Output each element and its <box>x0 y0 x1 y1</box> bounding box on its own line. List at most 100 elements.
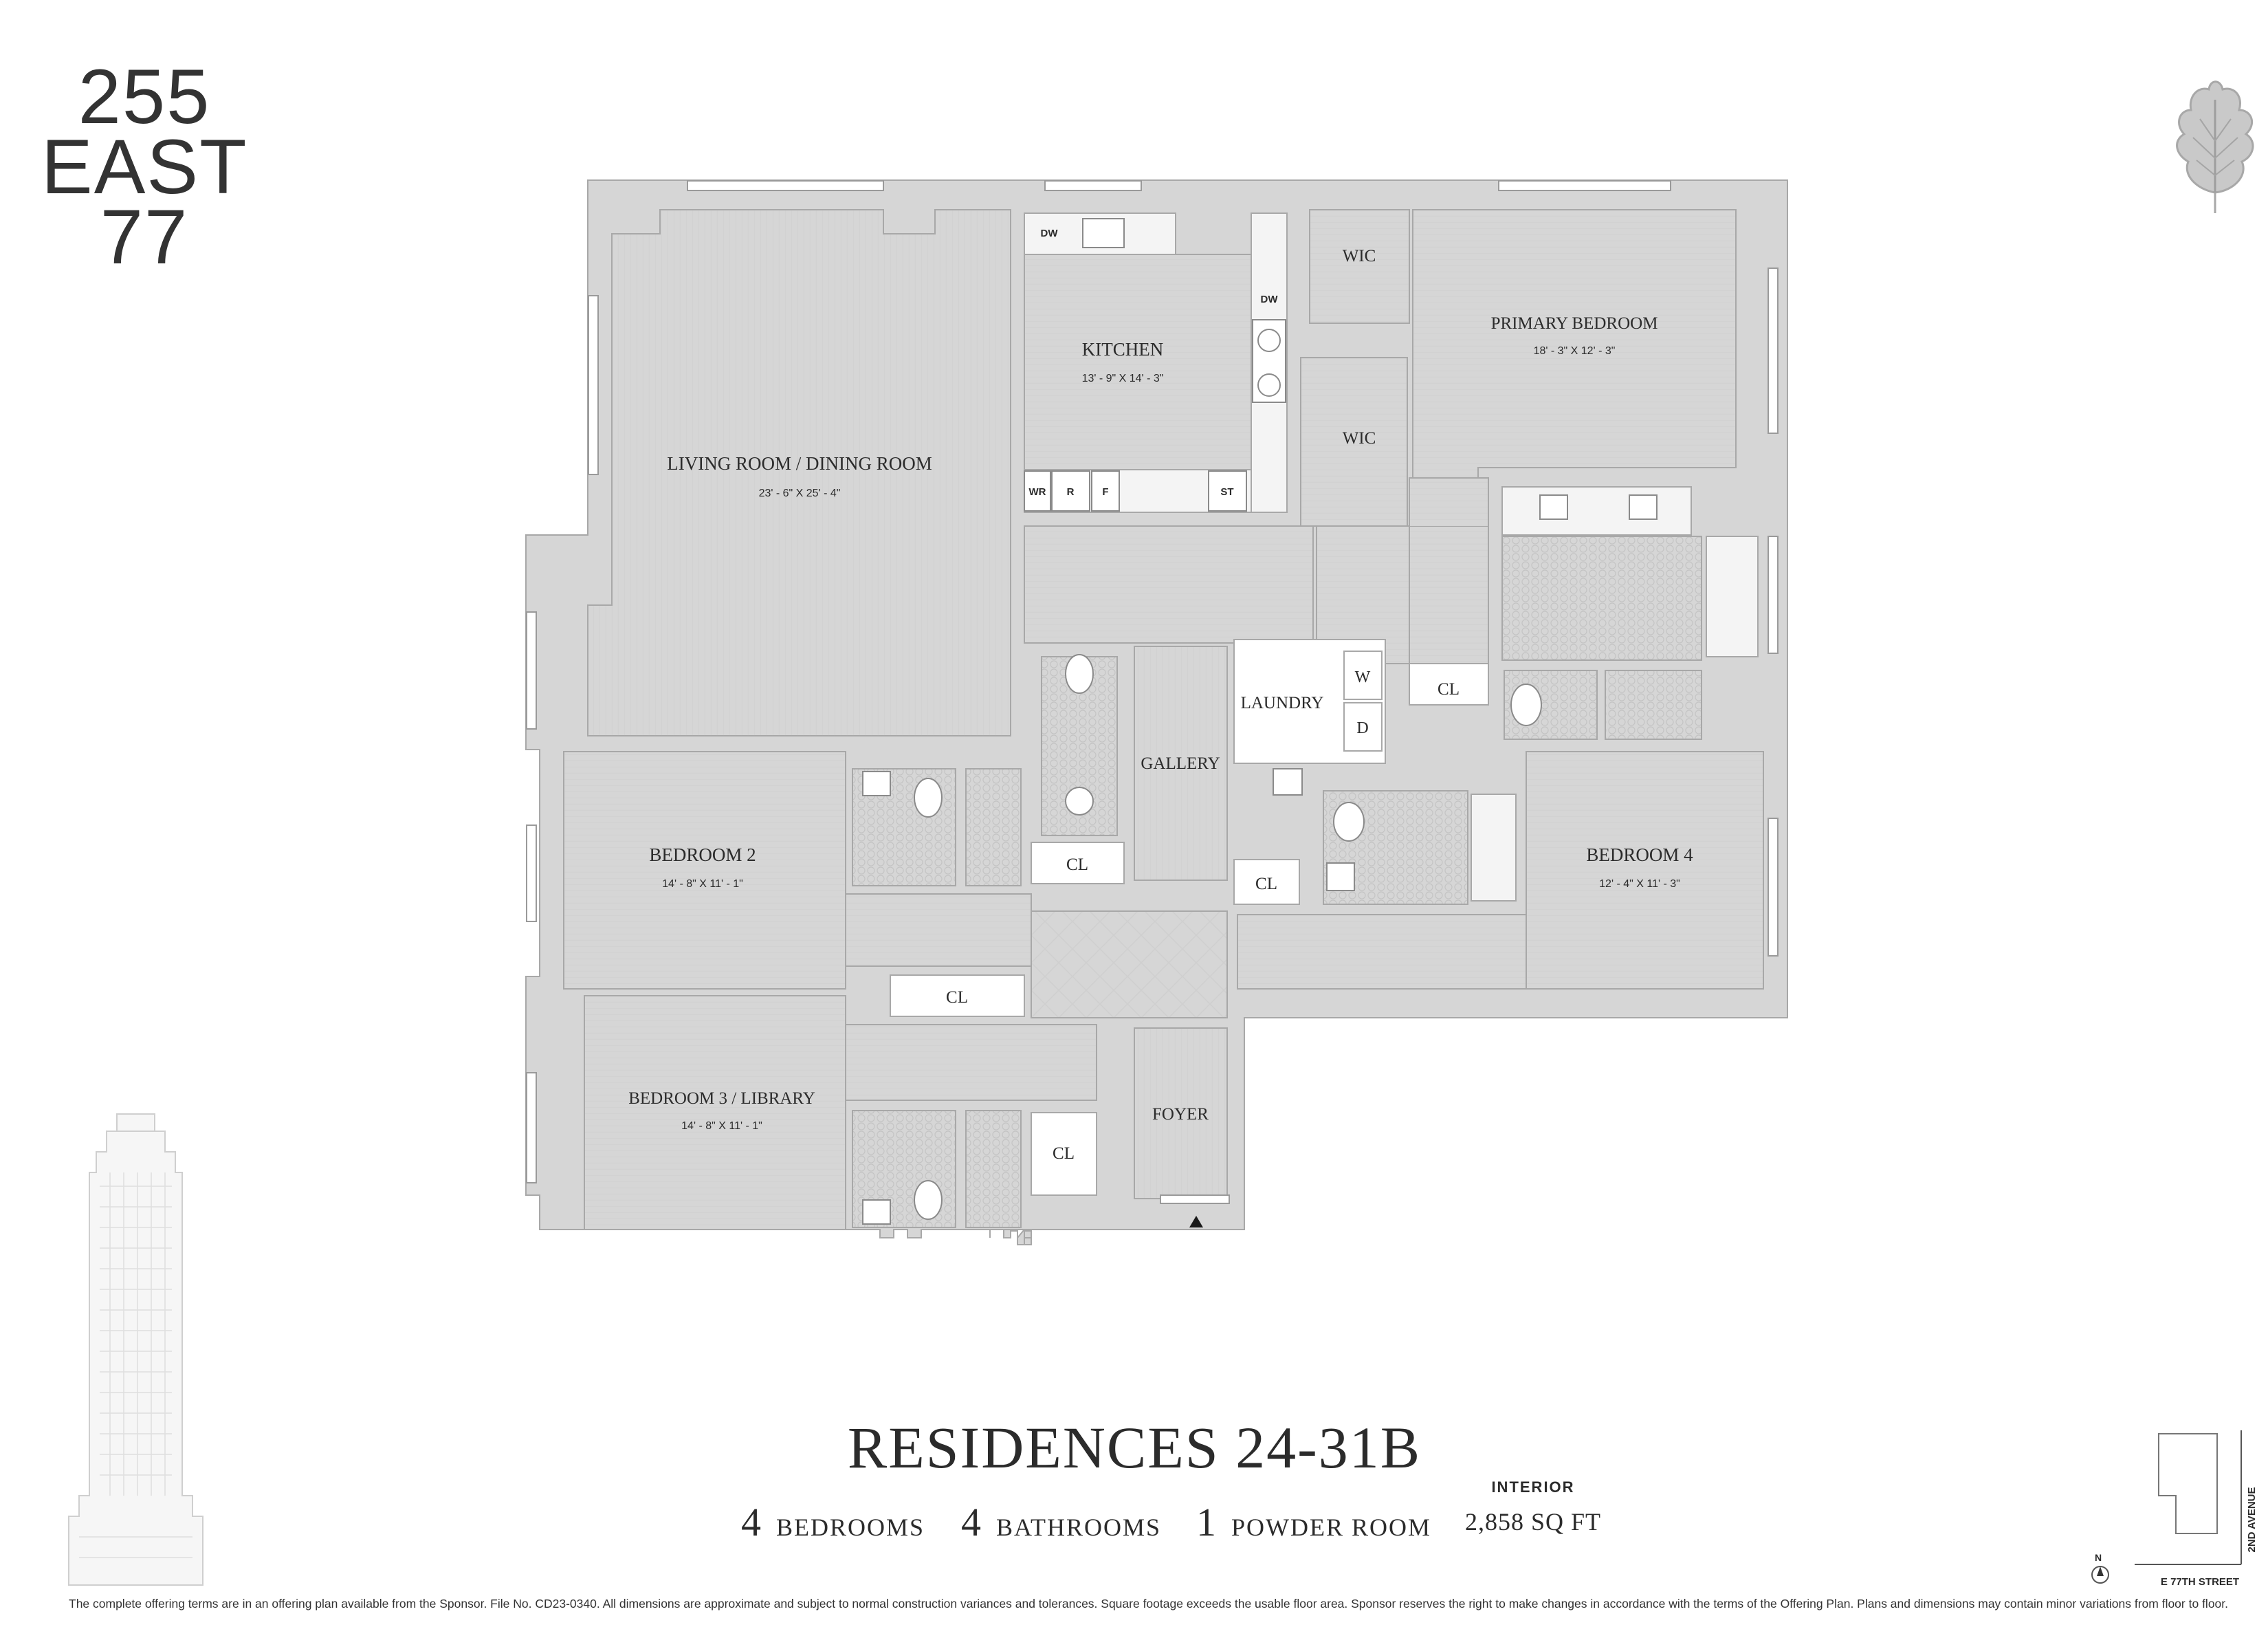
room-dims-bed4: 12' - 4" X 11' - 3" <box>1599 878 1680 890</box>
stat-bedrooms-count: 4 <box>741 1500 761 1544</box>
windows <box>526 180 1779 1204</box>
washer <box>1343 651 1383 700</box>
stat-bathrooms-label: BATHROOMS <box>996 1514 1162 1541</box>
foyer-floor <box>1134 1027 1228 1199</box>
stat-bedrooms-label: BEDROOMS <box>776 1514 925 1541</box>
primary-toilet <box>1510 684 1542 726</box>
brand-logo: 255 EAST 77 <box>41 54 248 280</box>
room-name-living: LIVING ROOM / DINING ROOM <box>667 453 932 474</box>
site-map: 2ND AVENUE E 77TH STREET N <box>2091 1430 2255 1588</box>
living-room-floor <box>587 209 1011 736</box>
primary-bath-vanity <box>1501 486 1692 536</box>
stat-powder-room: 1 POWDER ROOM <box>1196 1499 1431 1545</box>
room-dims-primary: 18' - 3" X 12' - 3" <box>1534 345 1616 357</box>
bed2-toilet <box>914 778 943 818</box>
bedroom-2-floor <box>563 751 846 990</box>
bedroom-4-floor <box>1526 751 1764 990</box>
stat-bedrooms: 4 BEDROOMS <box>741 1499 925 1545</box>
primary-hall-floor-2 <box>1409 477 1489 664</box>
stat-powder-count: 1 <box>1196 1500 1216 1544</box>
primary-bath-floor <box>1501 536 1702 661</box>
street-label: E 77TH STREET <box>2161 1576 2239 1588</box>
label-laundry: LAUNDRY <box>1241 694 1324 712</box>
label-wic-lower: WIC <box>1343 429 1376 448</box>
label-foyer: FOYER <box>1152 1105 1209 1124</box>
hall-bath-sink <box>1326 862 1355 891</box>
label-cl-primary: CL <box>1438 680 1460 699</box>
bedroom-2-shower-floor <box>965 768 1022 886</box>
bed3-toilet <box>914 1180 943 1220</box>
label-dw-sink: DW <box>1041 228 1059 239</box>
label-r: R <box>1067 486 1075 498</box>
bedroom-4-hall <box>1237 914 1527 990</box>
f-appliance <box>1091 470 1120 512</box>
bedroom-2-hall <box>845 893 1032 967</box>
north-label: N <box>2095 1552 2102 1563</box>
entry-arrow-icon <box>1189 1216 1203 1227</box>
label-cl-hall: CL <box>1255 875 1277 893</box>
closet-primary-floor <box>1409 663 1489 706</box>
kitchen-floor <box>1024 254 1252 479</box>
label-gallery: GALLERY <box>1141 754 1220 773</box>
wr-appliance <box>1024 470 1051 512</box>
label-dryer: D <box>1356 719 1368 737</box>
interior-sqft: 2,858 SQ FT <box>1464 1508 1602 1536</box>
bed3-sink <box>862 1199 891 1225</box>
room-labels: LIVING ROOM / DINING ROOM 23' - 6" X 25'… <box>628 247 1693 1163</box>
st-appliance <box>1208 470 1247 512</box>
gallery-toilet <box>1065 654 1094 694</box>
room-floors <box>563 209 1764 1230</box>
hall-bath-toilet <box>1333 802 1365 842</box>
brand-line-2: EAST <box>41 124 248 210</box>
label-f: F <box>1102 486 1108 498</box>
wic-upper-floor <box>1309 209 1410 324</box>
stat-powder-label: POWDER ROOM <box>1231 1514 1432 1541</box>
legal-disclaimer: The complete offering terms are in an of… <box>69 1597 2227 1610</box>
primary-tub <box>1706 536 1759 657</box>
label-dw-range: DW <box>1261 294 1279 305</box>
bedroom-3-shower-floor <box>965 1110 1022 1228</box>
room-name-bed3: BEDROOM 3 / LIBRARY <box>628 1089 815 1108</box>
primary-bedroom-floor <box>1412 209 1737 479</box>
room-name-kitchen: KITCHEN <box>1082 339 1163 360</box>
closet-gallery-floor <box>1031 842 1125 884</box>
appliance-labels: DW DW WR R F ST <box>1029 228 1279 498</box>
room-dims-bed2: 14' - 8" X 11' - 1" <box>662 878 743 890</box>
stat-bathrooms: 4 BATHROOMS <box>961 1499 1161 1545</box>
primary-shower-floor <box>1605 670 1702 740</box>
brand-line-1: 255 <box>78 54 211 140</box>
hall-tub <box>1471 794 1517 902</box>
laundry-sink <box>1273 768 1303 796</box>
site-building-outline <box>2158 1433 2218 1534</box>
closet-bedrooms-floor <box>890 974 1025 1017</box>
wic-lower-floor <box>1300 357 1408 527</box>
room-dims-kitchen: 13' - 9" X 14' - 3" <box>1082 373 1164 384</box>
closet-bedroom-3-floor <box>1031 1112 1097 1196</box>
building-elevation-icon <box>68 1113 203 1586</box>
gallery-floor <box>1134 646 1228 881</box>
residence-title: RESIDENCES 24-31B <box>847 1415 1422 1481</box>
dryer <box>1343 702 1383 752</box>
label-wic-upper: WIC <box>1343 247 1376 265</box>
stat-bathrooms-count: 4 <box>961 1500 981 1544</box>
label-wr: WR <box>1029 486 1046 498</box>
label-washer: W <box>1355 668 1371 686</box>
label-cl-gallery: CL <box>1066 855 1088 874</box>
label-cl-bedrooms: CL <box>946 988 968 1007</box>
room-dims-living: 23' - 6" X 25' - 4" <box>759 488 841 499</box>
foyer-entry-floor <box>1031 910 1228 1018</box>
room-name-primary: PRIMARY BEDROOM <box>1491 314 1658 333</box>
avenue-label: 2ND AVENUE <box>2246 1487 2255 1552</box>
kitchen-sink <box>1082 218 1125 248</box>
label-st: ST <box>1220 486 1233 498</box>
closet-hall-floor <box>1233 859 1300 905</box>
fixtures <box>862 218 1658 1225</box>
room-name-bed2: BEDROOM 2 <box>649 844 756 865</box>
room-dims-bed3: 14' - 8" X 11' - 1" <box>681 1120 762 1132</box>
r-appliance <box>1051 470 1090 512</box>
brand-line-3: 77 <box>100 194 189 280</box>
bed2-sink <box>862 771 891 796</box>
gallery-sink <box>1065 787 1094 816</box>
